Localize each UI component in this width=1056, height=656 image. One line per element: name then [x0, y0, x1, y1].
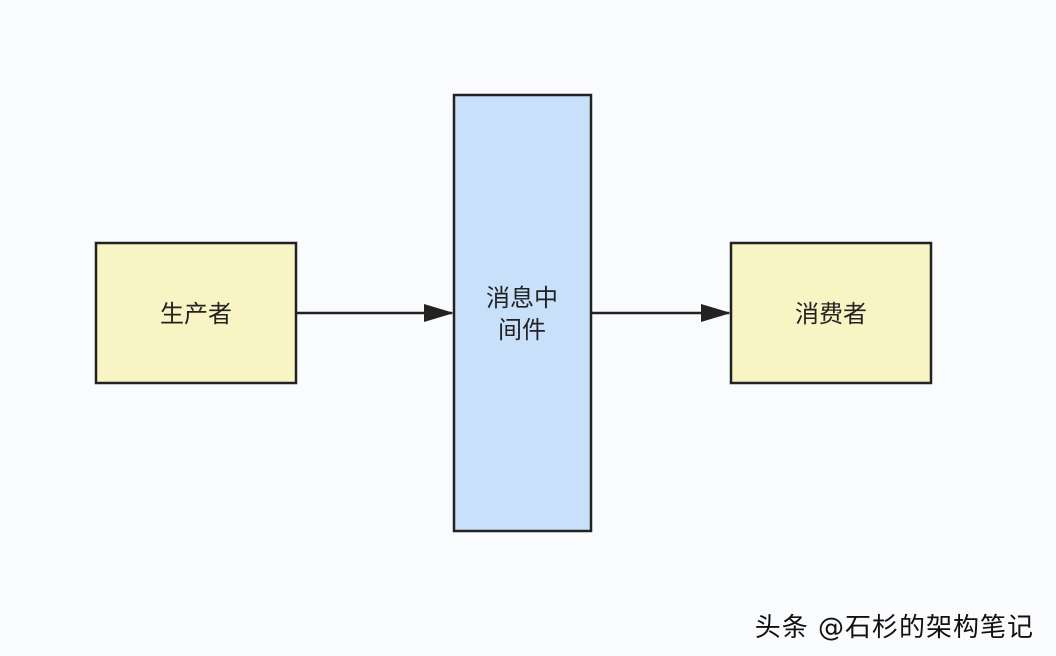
producer-node: 生产者: [94, 241, 298, 385]
producer-box: [94, 241, 298, 385]
middleware-box: [452, 93, 593, 533]
middleware-label-line1: 消息中: [486, 284, 558, 312]
middleware-node: 消息中 间件: [452, 93, 593, 533]
middleware-label-line2: 间件: [498, 316, 546, 344]
producer-label: 生产者: [160, 300, 232, 328]
consumer-label: 消费者: [795, 300, 867, 328]
consumer-box: [729, 241, 933, 385]
watermark-text: 头条 @石杉的架构笔记: [754, 613, 1034, 643]
consumer-node: 消费者: [729, 241, 933, 385]
